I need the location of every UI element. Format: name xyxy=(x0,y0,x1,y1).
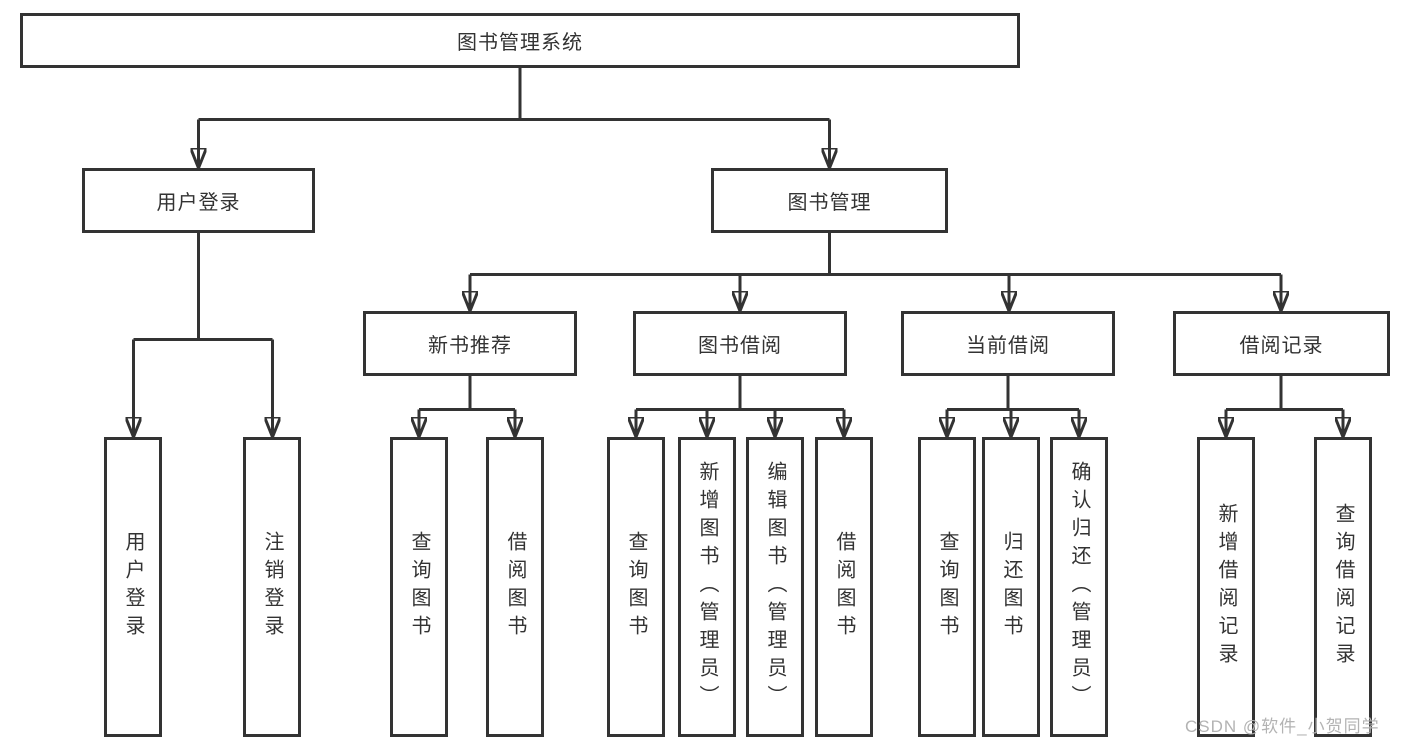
node-current-borrowing: 当前借阅 xyxy=(901,311,1115,376)
leaf-label: 新增图书（管理员） xyxy=(696,461,718,713)
leaf-logout-login: 注销登录 xyxy=(243,437,301,737)
leaf-label: 查询图书 xyxy=(408,531,430,643)
leaf-label: 编辑图书（管理员） xyxy=(764,461,786,713)
node-label: 图书管理系统 xyxy=(457,32,583,54)
leaf-label: 新增借阅记录 xyxy=(1215,503,1237,671)
leaf-label: 查询图书 xyxy=(625,531,647,643)
node-book-borrowing: 图书借阅 xyxy=(633,311,847,376)
leaf-label: 查询图书 xyxy=(936,531,958,643)
leaf-label: 归还图书 xyxy=(1000,531,1022,643)
node-user-login: 用户登录 xyxy=(82,168,315,233)
leaf-borrow-books-recommend: 借阅图书 xyxy=(486,437,544,737)
leaf-label: 查询借阅记录 xyxy=(1332,503,1354,671)
leaf-borrow-books-borrowing: 借阅图书 xyxy=(815,437,873,737)
leaf-query-borrow-record: 查询借阅记录 xyxy=(1314,437,1372,737)
leaf-label: 用户登录 xyxy=(122,531,144,643)
leaf-query-books-recommend: 查询图书 xyxy=(390,437,448,737)
node-book-management: 图书管理 xyxy=(711,168,948,233)
leaf-confirm-return-admin: 确认归还（管理员） xyxy=(1050,437,1108,737)
leaf-label: 借阅图书 xyxy=(504,531,526,643)
node-label: 图书借阅 xyxy=(698,335,782,357)
leaf-add-books-admin: 新增图书（管理员） xyxy=(678,437,736,737)
leaf-return-books: 归还图书 xyxy=(982,437,1040,737)
leaf-label: 借阅图书 xyxy=(833,531,855,643)
leaf-user-login: 用户登录 xyxy=(104,437,162,737)
leaf-label: 确认归还（管理员） xyxy=(1068,461,1090,713)
leaf-query-books-current: 查询图书 xyxy=(918,437,976,737)
leaf-edit-books-admin: 编辑图书（管理员） xyxy=(746,437,804,737)
node-borrowing-records: 借阅记录 xyxy=(1173,311,1390,376)
leaf-add-borrow-record: 新增借阅记录 xyxy=(1197,437,1255,737)
node-label: 当前借阅 xyxy=(966,335,1050,357)
node-new-book-recommendation: 新书推荐 xyxy=(363,311,577,376)
node-label: 用户登录 xyxy=(156,192,241,214)
node-label: 新书推荐 xyxy=(428,335,512,357)
node-library-management-system: 图书管理系统 xyxy=(20,13,1020,68)
node-label: 图书管理 xyxy=(787,192,872,214)
node-label: 借阅记录 xyxy=(1239,335,1324,357)
csdn-watermark: CSDN @软件_小贺同学 xyxy=(1185,717,1380,736)
leaf-label: 注销登录 xyxy=(261,531,283,643)
leaf-query-books-borrowing: 查询图书 xyxy=(607,437,665,737)
